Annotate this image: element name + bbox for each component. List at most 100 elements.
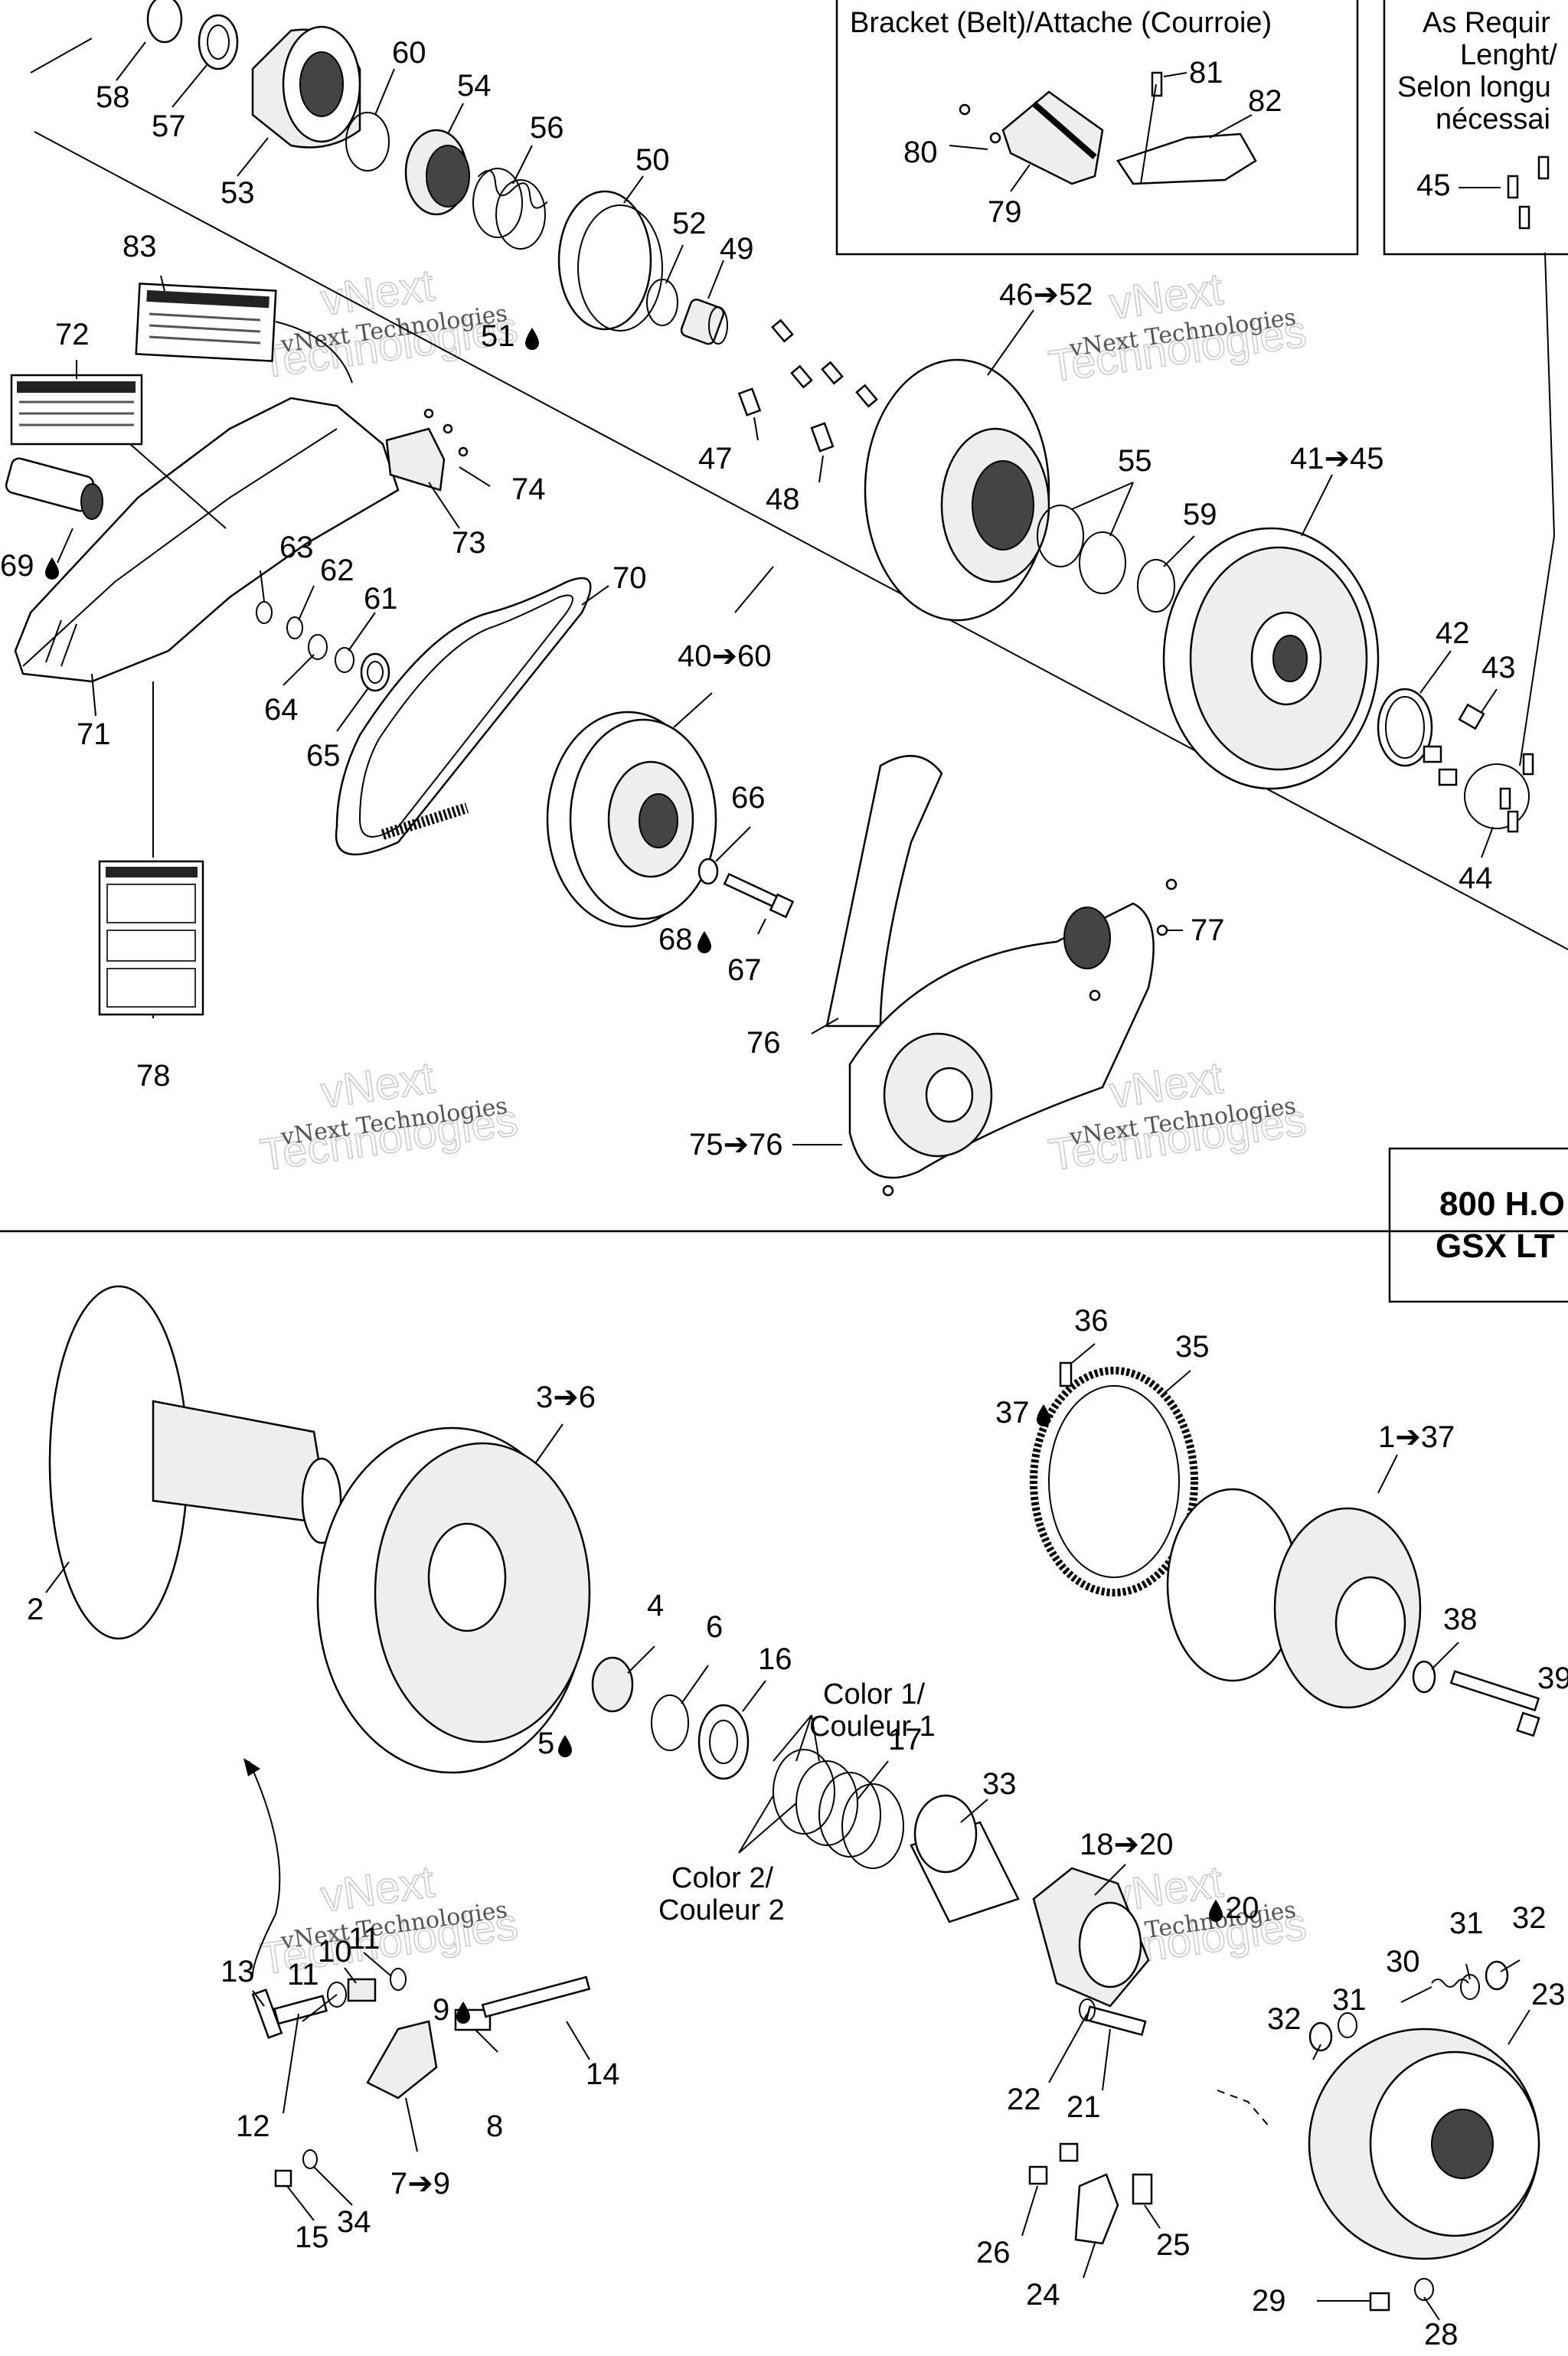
washer-65	[360, 652, 390, 692]
grease-drop-icon	[697, 931, 711, 953]
callout-75-76: 75➔76	[689, 1128, 783, 1162]
bushing-4	[591, 1656, 634, 1713]
nut-29	[1369, 2292, 1390, 2312]
callout-24: 24	[1026, 2278, 1060, 2312]
ring-31b	[1338, 2012, 1357, 2038]
screw-47	[737, 387, 762, 417]
callout-8: 8	[486, 2109, 503, 2143]
grease-drop-icon	[456, 2001, 470, 2024]
washer-16	[697, 1704, 750, 1780]
oring-60	[345, 112, 390, 172]
callout-23: 23	[1531, 1978, 1566, 2011]
callout-70: 70	[612, 561, 647, 595]
bolt-39	[1449, 1670, 1540, 1737]
bushing-54	[404, 129, 470, 216]
washer-38	[1412, 1660, 1436, 1694]
callout-36: 36	[1074, 1304, 1109, 1338]
bolt-67	[723, 872, 795, 919]
label-83	[135, 283, 277, 362]
grease-drop-icon	[45, 557, 59, 580]
callout-34: 34	[337, 2205, 371, 2239]
bracket-82	[1116, 132, 1257, 185]
callout-17: 17	[888, 1723, 923, 1756]
washer-62	[286, 616, 303, 639]
callout-78: 78	[136, 1059, 171, 1093]
as-required-line-2: Lenght/	[1460, 39, 1557, 71]
callout-42: 42	[1436, 616, 1470, 650]
washer-66	[697, 858, 719, 885]
frames	[0, 0, 1568, 1303]
callout-35: 35	[1175, 1330, 1210, 1364]
ring-gear-35	[1030, 1367, 1198, 1596]
washer-58	[146, 0, 183, 44]
bushing-49	[680, 298, 728, 345]
callout-69: 69	[0, 549, 34, 583]
leader-lines	[45, 41, 1556, 2321]
washer-64	[308, 634, 328, 660]
callout-32b: 32	[1267, 2002, 1302, 2036]
label-78	[98, 860, 204, 1016]
callout-31a: 31	[1449, 1907, 1484, 1940]
callout-37: 37	[995, 1396, 1030, 1430]
callout-48: 48	[766, 482, 800, 516]
screw-36	[1059, 1361, 1073, 1387]
washer-28	[1414, 2278, 1434, 2301]
callout-20: 20	[1225, 1891, 1259, 1925]
nut-43	[1458, 703, 1485, 730]
callout-3-6: 3➔6	[536, 1381, 596, 1414]
callout-12: 12	[236, 2109, 270, 2143]
callout-39: 39	[1537, 1662, 1568, 1695]
callout-38: 38	[1443, 1603, 1478, 1636]
bottom-parts	[48, 1285, 1540, 2312]
callout-49: 49	[720, 232, 754, 266]
screw-cluster-44	[1464, 763, 1530, 829]
callout-77: 77	[1191, 913, 1225, 947]
callout-13: 13	[220, 1955, 255, 1988]
callout-11a: 11	[348, 1922, 381, 1956]
movable-sheave-3-6	[316, 1426, 591, 1774]
callout-80: 80	[903, 136, 938, 169]
roller-10	[347, 1978, 377, 2002]
callout-9: 9	[433, 1993, 449, 2027]
callout-43: 43	[1481, 651, 1516, 685]
ring-31a	[1460, 1974, 1480, 2000]
callout-64: 64	[264, 693, 299, 727]
callout-7-9: 7➔9	[390, 2167, 450, 2201]
top-parts	[5, 0, 1550, 1197]
driven-pulley-40-60	[546, 711, 717, 928]
washer-22	[1079, 1998, 1096, 2021]
cap-32a	[1485, 1960, 1509, 1991]
color2-line2: Couleur 2	[658, 1894, 785, 1926]
label-72	[10, 374, 143, 446]
callout-10: 10	[318, 1935, 352, 1969]
cap-32b	[1308, 2021, 1333, 2052]
sheave-46-52	[864, 358, 1050, 622]
callout-79: 79	[988, 195, 1022, 229]
callout-73: 73	[452, 526, 486, 560]
fixed-sheave-2	[48, 1285, 342, 1640]
callout-32a: 32	[1512, 1901, 1547, 1935]
as-required-line-4: nécessai	[1436, 103, 1550, 136]
washer-61	[335, 647, 354, 673]
callout-47: 47	[698, 442, 733, 475]
callout-1-37: 1➔37	[1378, 1420, 1455, 1454]
callout-21: 21	[1067, 2090, 1101, 2124]
roller-25	[1132, 2173, 1153, 2205]
inset-labels: Bracket (Belt)/Attache (Courroie) As Req…	[658, 7, 1565, 1926]
grease-drop-icon	[1209, 1900, 1223, 1922]
callout-81: 81	[1189, 56, 1223, 90]
callout-28: 28	[1424, 2318, 1459, 2351]
drive-belt-70	[335, 577, 592, 856]
as-required-inset-box	[1383, 0, 1568, 256]
callout-29: 29	[1252, 2284, 1286, 2318]
callout-5: 5	[537, 1727, 554, 1760]
washer-63	[256, 601, 273, 624]
small-screws	[771, 319, 878, 408]
callout-68: 68	[658, 923, 693, 956]
callout-83: 83	[122, 230, 157, 263]
callout-41-45: 41➔45	[1290, 442, 1384, 475]
callout-6: 6	[706, 1610, 723, 1644]
callout-67: 67	[727, 953, 762, 987]
